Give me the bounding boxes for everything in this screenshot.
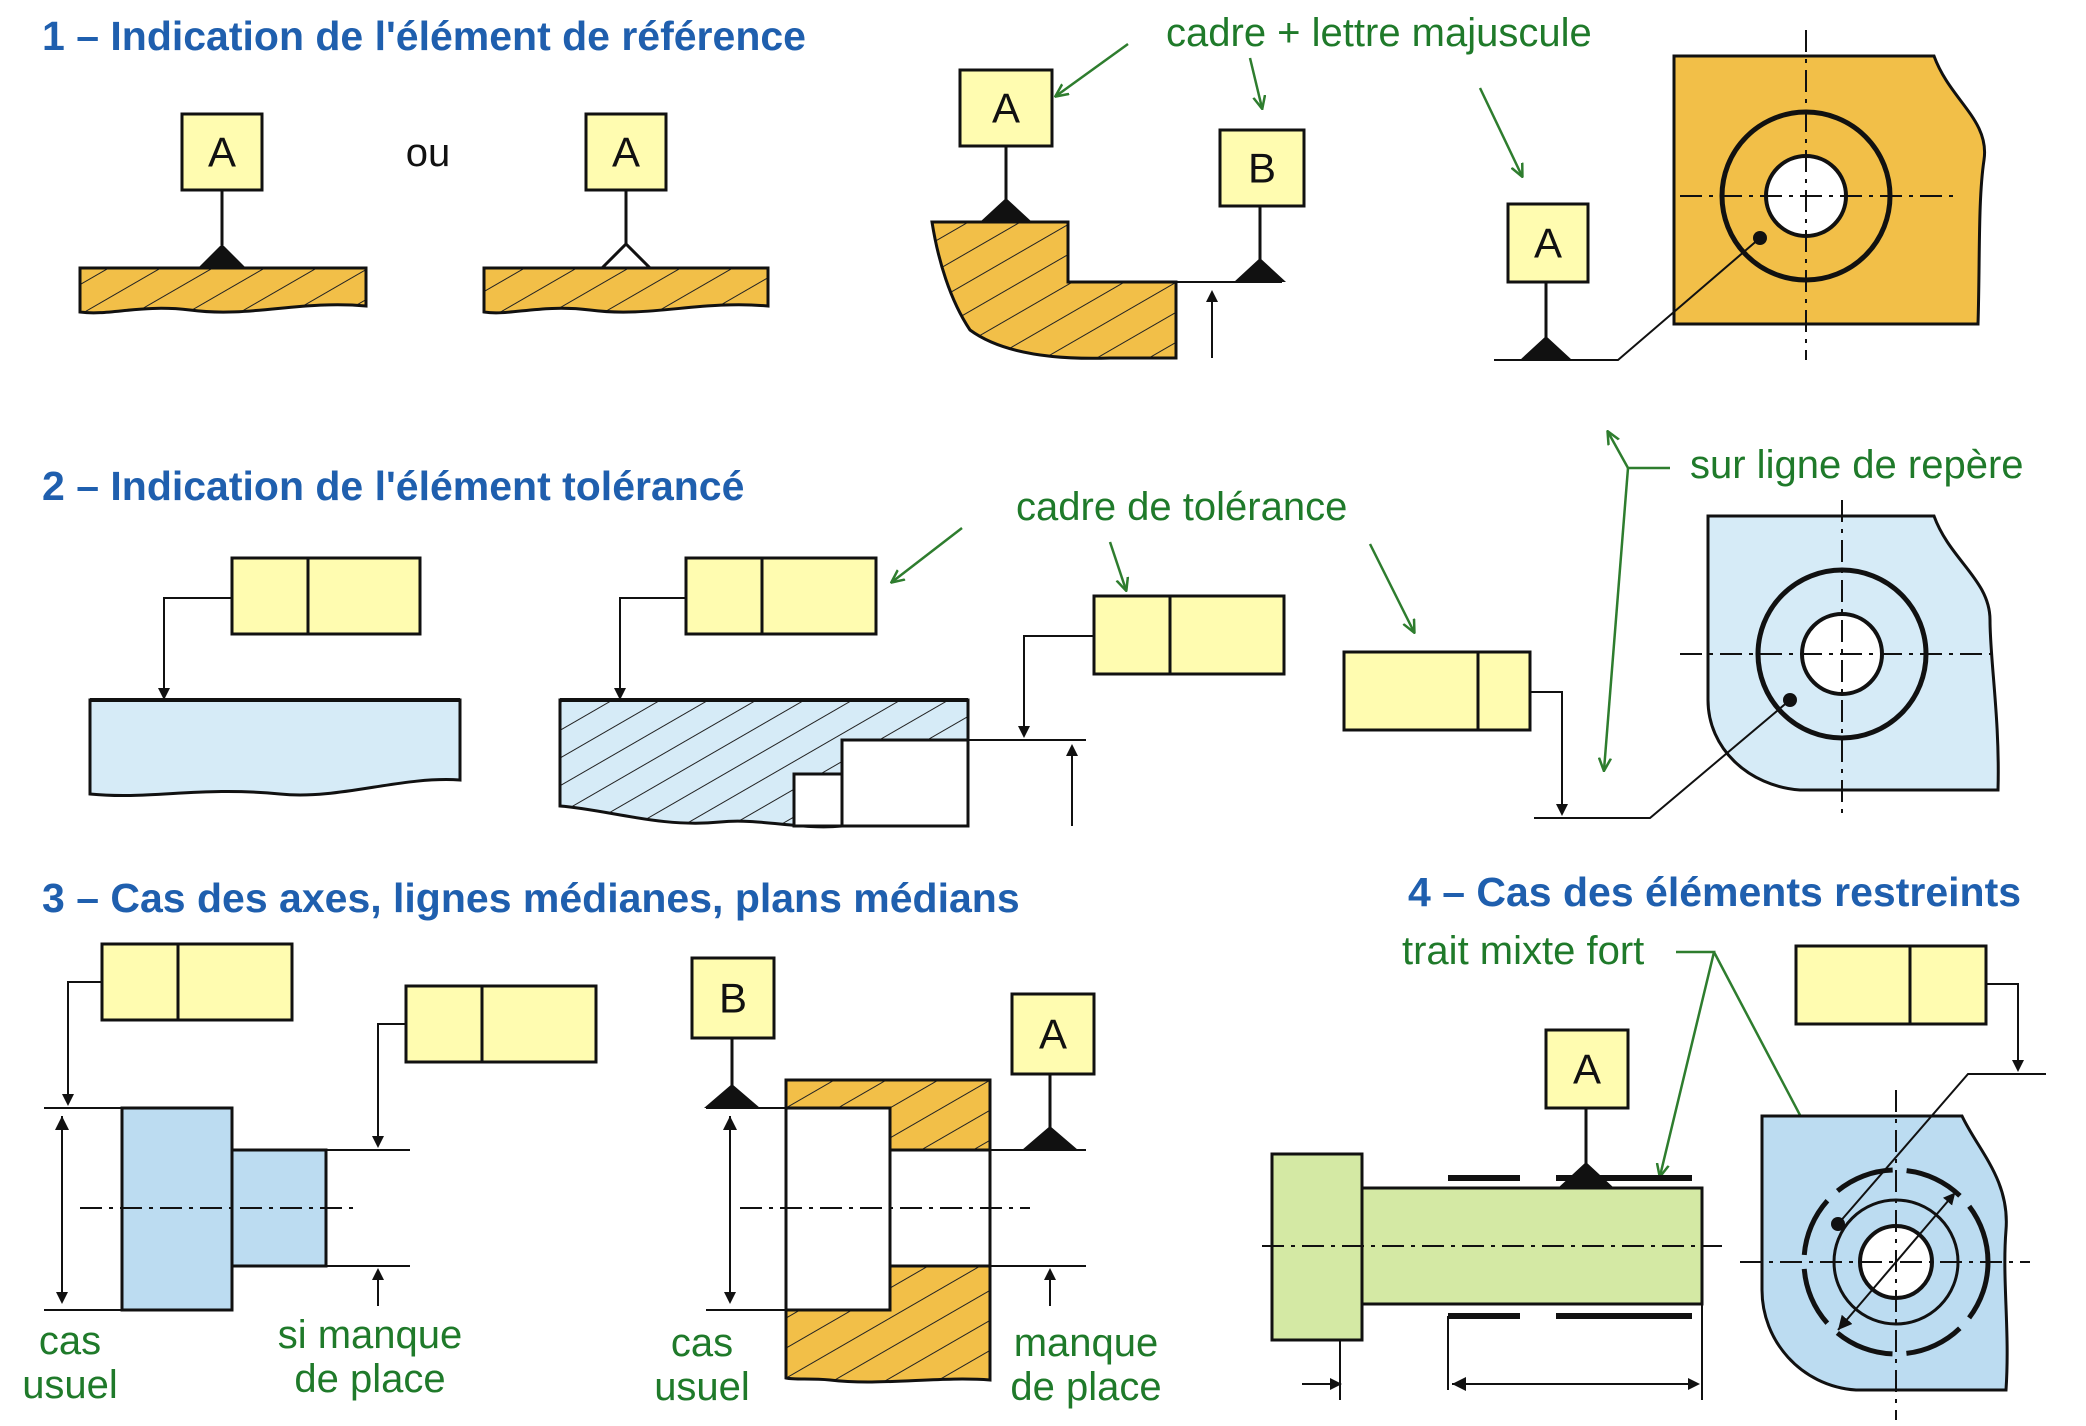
note-cas-usuel-1b: usuel (22, 1363, 118, 1407)
datum-frame (1544, 1028, 1630, 1110)
axis-figure-3a (44, 942, 598, 1312)
tolerance-frame (404, 984, 598, 1064)
note-manque-b: de place (1010, 1365, 1161, 1409)
datum-figure-1c: A B (930, 68, 1306, 360)
datum-frame (180, 112, 264, 192)
datum-filled-triangle (198, 244, 246, 268)
section1-title: 1 – Indication de l'élément de référence (42, 13, 806, 59)
datum-letter: A (1573, 1046, 1601, 1093)
or-label: ou (406, 131, 451, 175)
datum-letter-a: A (992, 85, 1020, 132)
datum-figure-1b: A (482, 112, 770, 315)
datum-letter: A (1039, 1011, 1067, 1058)
toleranced-figure-2c (1342, 500, 2000, 820)
datum-frame (584, 112, 668, 192)
note-sur-ligne-repere: sur ligne de repère (1690, 443, 2024, 487)
note-cas-usuel-2a: cas (671, 1321, 733, 1365)
restricted-figure-4a: A (1262, 1028, 1722, 1400)
tolerance-frame (230, 556, 422, 636)
datum-letter: B (719, 975, 747, 1022)
section3-title: 3 – Cas des axes, lignes médianes, plans… (42, 875, 1020, 921)
datum-letter-b: B (1248, 145, 1276, 192)
datum-letter: A (612, 129, 640, 176)
toleranced-figure-2b (558, 556, 1286, 829)
axis-figure-3b: B A (690, 956, 1096, 1384)
note-si-manque-a: si manque (278, 1313, 463, 1357)
note-cadre-lettre: cadre + lettre majuscule (1166, 11, 1592, 55)
tolerance-frame (100, 942, 294, 1022)
datum-frame-a (958, 68, 1054, 148)
note-cas-usuel-1a: cas (39, 1319, 101, 1363)
note-trait-mixte: trait mixte fort (1402, 929, 1644, 973)
tolerance-frame (684, 556, 878, 636)
datum-frame (1010, 992, 1096, 1076)
datum-frame (1506, 202, 1590, 284)
note-si-manque-b: de place (294, 1357, 445, 1401)
datum-open-triangle (598, 241, 654, 270)
datum-figure-1d: A (1494, 30, 1987, 361)
section4-title: 4 – Cas des éléments restreints (1408, 869, 2021, 915)
section2-title: 2 – Indication de l'élément tolérancé (42, 463, 744, 509)
tolerance-frame (1342, 650, 1532, 732)
datum-letter: A (1534, 220, 1562, 267)
note-cadre-tolerance: cadre de tolérance (1016, 485, 1347, 529)
note-manque-a: manque (1014, 1321, 1159, 1365)
toleranced-figure-2a (88, 556, 462, 798)
datum-figure-1a: A (78, 112, 368, 315)
note-cas-usuel-2b: usuel (654, 1365, 750, 1409)
tolerance-frame (1092, 594, 1286, 676)
tolerance-frame (1794, 944, 1988, 1026)
restricted-figure-4b (1740, 944, 2046, 1420)
datum-frame (690, 956, 776, 1040)
datum-letter: A (208, 129, 236, 176)
datum-frame-b (1218, 128, 1306, 208)
